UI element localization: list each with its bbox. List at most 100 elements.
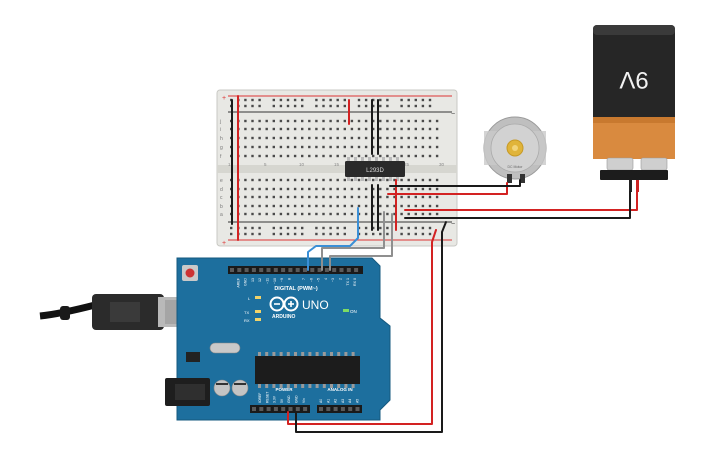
breadboard-hole[interactable] <box>286 178 290 182</box>
power-pin-hole[interactable] <box>288 407 293 411</box>
breadboard-hole[interactable] <box>407 104 410 108</box>
digital-pin-hole[interactable] <box>303 268 307 272</box>
breadboard-hole[interactable] <box>435 212 439 216</box>
breadboard-hole[interactable] <box>386 104 389 108</box>
breadboard-hole[interactable] <box>386 212 389 216</box>
breadboard-hole[interactable] <box>428 127 432 131</box>
breadboard-hole[interactable] <box>364 212 368 216</box>
breadboard-hole[interactable] <box>272 212 275 216</box>
breadboard-hole[interactable] <box>421 204 425 208</box>
wire-gray-signal-1[interactable] <box>321 211 385 271</box>
breadboard-hole[interactable] <box>322 178 325 182</box>
breadboard-hole[interactable] <box>414 104 417 108</box>
breadboard-hole[interactable] <box>386 226 389 230</box>
breadboard-hole[interactable] <box>329 204 332 208</box>
breadboard-hole[interactable] <box>407 232 410 236</box>
digital-pin-hole[interactable] <box>354 268 359 272</box>
breadboard-hole[interactable] <box>272 204 275 208</box>
breadboard-hole[interactable] <box>428 232 432 236</box>
breadboard-hole[interactable] <box>435 187 439 191</box>
breadboard-hole[interactable] <box>315 104 318 108</box>
breadboard-hole[interactable] <box>414 154 417 158</box>
breadboard-hole[interactable] <box>315 127 318 131</box>
breadboard-hole[interactable] <box>400 178 403 182</box>
breadboard-hole[interactable] <box>421 212 425 216</box>
breadboard-hole[interactable] <box>407 127 410 131</box>
breadboard-hole[interactable] <box>251 187 254 191</box>
breadboard-hole[interactable] <box>350 145 354 149</box>
breadboard-hole[interactable] <box>364 178 368 182</box>
breadboard-hole[interactable] <box>414 226 417 230</box>
breadboard-hole[interactable] <box>244 195 247 199</box>
breadboard-hole[interactable] <box>279 195 283 199</box>
breadboard-hole[interactable] <box>364 154 368 158</box>
analog-pin-hole[interactable] <box>333 407 338 411</box>
breadboard-hole[interactable] <box>350 127 354 131</box>
breadboard-hole[interactable] <box>322 187 325 191</box>
breadboard-hole[interactable] <box>315 187 318 191</box>
breadboard-hole[interactable] <box>308 195 311 199</box>
digital-pin-hole[interactable] <box>332 268 337 272</box>
breadboard-hole[interactable] <box>244 98 247 102</box>
breadboard-hole[interactable] <box>272 195 275 199</box>
breadboard-hole[interactable] <box>386 204 389 208</box>
breadboard-hole[interactable] <box>244 136 247 140</box>
breadboard-hole[interactable] <box>393 204 396 208</box>
breadboard-hole[interactable] <box>322 232 325 236</box>
breadboard-hole[interactable] <box>329 187 332 191</box>
breadboard-hole[interactable] <box>329 226 332 230</box>
breadboard-hole[interactable] <box>308 212 311 216</box>
breadboard-hole[interactable] <box>258 226 261 230</box>
breadboard-hole[interactable] <box>293 195 297 199</box>
breadboard-hole[interactable] <box>315 212 318 216</box>
breadboard-hole[interactable] <box>407 204 410 208</box>
breadboard-hole[interactable] <box>386 154 389 158</box>
breadboard-hole[interactable] <box>372 212 375 216</box>
breadboard-hole[interactable] <box>364 195 368 199</box>
breadboard-hole[interactable] <box>379 187 382 191</box>
breadboard-hole[interactable] <box>286 127 290 131</box>
breadboard-hole[interactable] <box>386 178 389 182</box>
breadboard-hole[interactable] <box>379 178 382 182</box>
breadboard-hole[interactable] <box>379 212 382 216</box>
breadboard-hole[interactable] <box>286 187 290 191</box>
breadboard-hole[interactable] <box>364 226 368 230</box>
breadboard-hole[interactable] <box>322 154 325 158</box>
breadboard-hole[interactable] <box>407 195 410 199</box>
breadboard-hole[interactable] <box>258 127 261 131</box>
breadboard-hole[interactable] <box>343 119 346 123</box>
breadboard-hole[interactable] <box>258 204 261 208</box>
breadboard-hole[interactable] <box>400 119 403 123</box>
breadboard-hole[interactable] <box>386 145 389 149</box>
breadboard-hole[interactable] <box>322 104 325 108</box>
breadboard-hole[interactable] <box>372 127 375 131</box>
breadboard-hole[interactable] <box>258 154 261 158</box>
breadboard-hole[interactable] <box>336 178 339 182</box>
breadboard-hole[interactable] <box>272 119 275 123</box>
breadboard-hole[interactable] <box>414 136 417 140</box>
breadboard-hole[interactable] <box>400 195 403 199</box>
breadboard-hole[interactable] <box>293 226 297 230</box>
breadboard-hole[interactable] <box>244 119 247 123</box>
breadboard-hole[interactable] <box>336 136 339 140</box>
breadboard-hole[interactable] <box>336 98 339 102</box>
breadboard-hole[interactable] <box>293 136 297 140</box>
breadboard-hole[interactable] <box>428 187 432 191</box>
breadboard-hole[interactable] <box>272 104 275 108</box>
breadboard-hole[interactable] <box>286 136 290 140</box>
breadboard-hole[interactable] <box>258 136 261 140</box>
breadboard-hole[interactable] <box>315 178 318 182</box>
breadboard-hole[interactable] <box>414 195 417 199</box>
power-pin-hole[interactable] <box>295 407 300 411</box>
breadboard-hole[interactable] <box>364 204 368 208</box>
breadboard-hole[interactable] <box>301 127 304 131</box>
breadboard-hole[interactable] <box>322 226 325 230</box>
breadboard-hole[interactable] <box>293 145 297 149</box>
breadboard-hole[interactable] <box>357 178 361 182</box>
breadboard-hole[interactable] <box>379 154 382 158</box>
breadboard-hole[interactable] <box>435 154 439 158</box>
breadboard-hole[interactable] <box>293 204 297 208</box>
breadboard-hole[interactable] <box>279 119 283 123</box>
breadboard-hole[interactable] <box>258 195 261 199</box>
breadboard-hole[interactable] <box>286 154 290 158</box>
